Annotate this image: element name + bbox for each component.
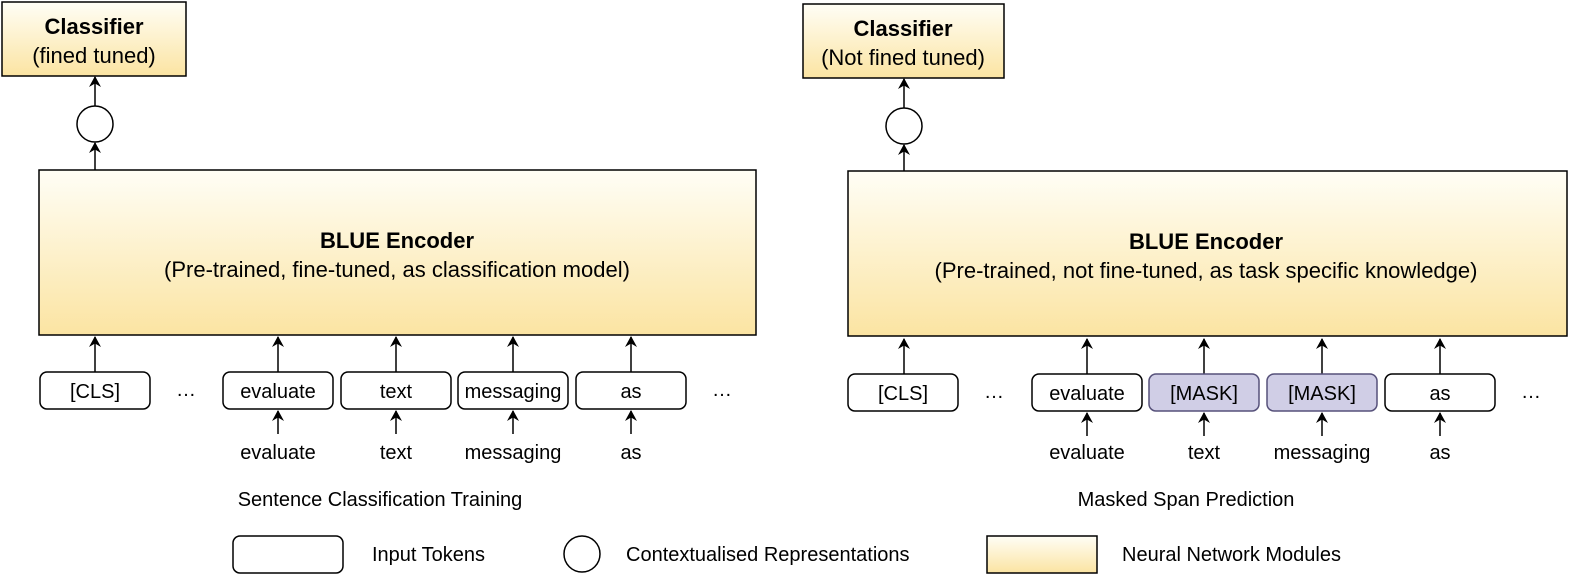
right-input-word-4: as [1429,442,1450,464]
legend-modules-label: Neural Network Modules [1122,544,1341,566]
left-panel: Classifier (fined tuned) BLUE Encoder (P… [1,1,757,511]
left-token-3: text [340,371,452,410]
right-input-word-2: text [1188,442,1221,464]
legend-contextual-swatch [563,535,601,573]
left-token-5-label: as [620,381,641,403]
left-token-1-label: [CLS] [70,381,120,403]
right-caption: Masked Span Prediction [1078,489,1295,511]
right-encoder-subtitle: (Pre-trained, not fine-tuned, as task sp… [935,258,1478,283]
right-ellipsis-2: … [1521,381,1541,403]
left-encoder-box: BLUE Encoder (Pre-trained, fine-tuned, a… [38,169,757,336]
right-input-word-1: evaluate [1049,442,1125,464]
right-token-5: as [1384,373,1496,412]
left-token-4-label: messaging [465,381,562,403]
right-token-3-label: [MASK] [1170,383,1238,405]
right-panel: Classifier (Not fined tuned) BLUE Encode… [802,3,1568,511]
left-ellipsis-1: … [176,379,196,401]
right-ellipsis-1: … [984,381,1004,403]
left-input-word-3: messaging [465,442,562,464]
legend-input-tokens-label: Input Tokens [372,544,485,566]
legend-contextualised-label: Contextualised Representations [626,544,910,566]
left-token-2-label: evaluate [240,381,316,403]
right-contextual-representation-node [885,107,923,145]
left-token-4: messaging [457,371,569,410]
left-input-word-4: as [620,442,641,464]
right-token-4-label: [MASK] [1288,383,1356,405]
right-input-word-3: messaging [1274,442,1371,464]
left-input-word-2: text [380,442,413,464]
legend-module-swatch [986,535,1098,574]
left-input-word-1: evaluate [240,442,316,464]
left-contextual-representation-node [76,105,114,143]
left-token-3-label: text [380,381,413,403]
left-classifier-box: Classifier (fined tuned) [1,1,187,77]
left-encoder-subtitle: (Pre-trained, fine-tuned, as classificat… [164,257,630,282]
right-token-1: [CLS] [847,373,959,412]
right-encoder-box: BLUE Encoder (Pre-trained, not fine-tune… [847,170,1568,337]
left-ellipsis-2: … [712,379,732,401]
left-classifier-title: Classifier [44,14,143,39]
left-token-2: evaluate [222,371,334,410]
right-token-2: evaluate [1031,373,1143,412]
left-caption: Sentence Classification Training [238,489,523,511]
right-classifier-subtitle: (Not fined tuned) [821,45,985,70]
right-token-4-masked: [MASK] [1266,373,1378,412]
right-encoder-title: BLUE Encoder [1129,229,1283,254]
right-token-1-label: [CLS] [878,383,928,405]
left-token-5: as [575,371,687,410]
right-token-2-label: evaluate [1049,383,1125,405]
legend: Input Tokens Contextualised Representati… [232,535,1341,574]
right-classifier-title: Classifier [853,16,952,41]
left-token-1: [CLS] [39,371,151,410]
right-token-5-label: as [1429,383,1450,405]
left-classifier-subtitle: (fined tuned) [32,43,156,68]
right-classifier-box: Classifier (Not fined tuned) [802,3,1005,79]
legend-input-token-swatch [232,535,344,574]
left-encoder-title: BLUE Encoder [320,228,474,253]
right-token-3-masked: [MASK] [1148,373,1260,412]
